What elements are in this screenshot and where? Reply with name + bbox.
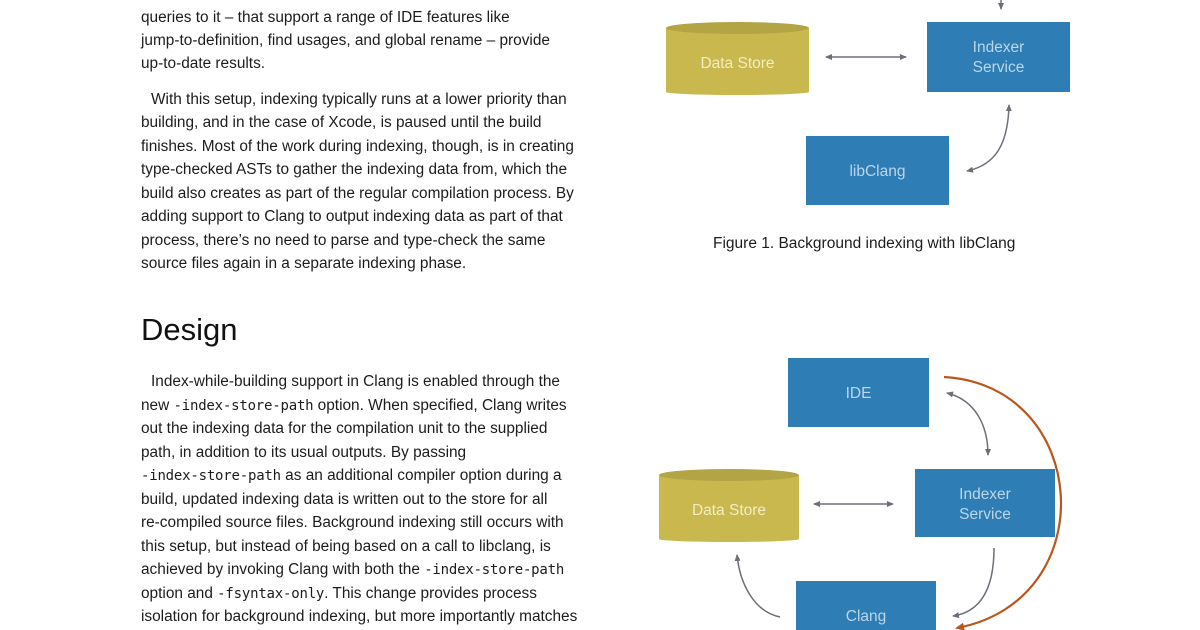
setup-line: build also creates as part of the regula… (141, 185, 574, 202)
design-line: option and -fsyntax-only. This change pr… (141, 582, 537, 607)
figure2: IDE Data Store Indexer Service Clang (659, 358, 1063, 630)
design-line: Index-while-building support in Clang is… (151, 373, 560, 390)
intro-line: jump-to-definition, find usages, and glo… (141, 32, 550, 49)
figure1-caption: Figure 1. Background indexing with libCl… (713, 235, 1016, 252)
design-text: achieved by invoking Clang with both the (141, 561, 425, 578)
code-index-store-path: -index-store-path (173, 398, 314, 414)
cylinder-bottom (659, 536, 799, 542)
fig2-arrow-ide-clang-build (943, 375, 1063, 630)
cylinder-body (666, 28, 809, 92)
design-text: . This change provides process (324, 585, 537, 602)
fig1-indexer-label-2: Service (973, 59, 1025, 76)
code-fsyntax-only: -fsyntax-only (217, 586, 325, 602)
fig2-ide-node: IDE (788, 358, 929, 427)
cylinder-bottom (666, 89, 809, 95)
design-text: option and (141, 585, 218, 602)
setup-line: building, and in the case of Xcode, is p… (141, 114, 542, 131)
fig1-arrow-indexer-libclang (966, 104, 1012, 173)
node-box (796, 581, 936, 630)
fig2-clang-node: Clang (796, 581, 936, 630)
code-index-store-path: -index-store-path (141, 468, 281, 484)
fig1-indexer-service-node: Indexer Service (927, 22, 1070, 92)
fig2-indexer-service-node: Indexer Service (915, 469, 1055, 537)
setup-line: source files again in a separate indexin… (141, 255, 467, 272)
fig2-indexer-label-2: Service (959, 506, 1011, 523)
node-box (806, 136, 949, 205)
fig1-libclang-node: libClang (806, 136, 949, 205)
node-box (788, 358, 929, 427)
node-box (927, 22, 1070, 92)
node-box (915, 469, 1055, 537)
fig1-indexer-label-1: Indexer (973, 39, 1025, 56)
design-line: achieved by invoking Clang with both the… (141, 558, 564, 583)
intro-line: queries to it – that support a range of … (141, 9, 510, 26)
design-line: this setup, but instead of being based o… (141, 538, 551, 555)
intro-line: up-to-date results. (141, 55, 266, 72)
design-line: out the indexing data for the compilatio… (141, 420, 548, 437)
design-line: new -index-store-path option. When speci… (141, 394, 567, 419)
design-line: re-compiled source files. Background ind… (141, 514, 564, 531)
section-heading-design: Design (141, 312, 238, 347)
fig2-arrow-indexer-clang (952, 547, 995, 619)
code-index-store-path: -index-store-path (424, 562, 565, 578)
figure1: Data Store Indexer Service libClang (666, 0, 1070, 205)
fig1-data-store-label: Data Store (700, 55, 774, 72)
setup-line: finishes. Most of the work during indexi… (141, 138, 574, 155)
design-text: as an additional compiler option during … (280, 467, 562, 484)
fig1-data-store-node: Data Store (666, 22, 809, 95)
fig2-indexer-label-1: Indexer (959, 486, 1011, 503)
cylinder-body (659, 475, 799, 539)
fig2-ide-label: IDE (846, 385, 872, 402)
setup-line: process, there’s no need to parse and ty… (141, 232, 546, 249)
design-text: new (141, 397, 174, 414)
cylinder-top (666, 22, 809, 34)
fig2-data-store-node: Data Store (659, 469, 799, 542)
design-line: build, updated indexing data is written … (141, 491, 548, 508)
fig2-clang-label: Clang (846, 608, 887, 625)
design-line: isolation for background indexing, but m… (141, 608, 578, 625)
setup-line: With this setup, indexing typically runs… (151, 91, 567, 108)
fig2-arrow-clang-store (734, 554, 781, 618)
setup-line: type-checked ASTs to gather the indexing… (141, 161, 568, 178)
fig1-libclang-label: libClang (849, 163, 905, 180)
setup-line: adding support to Clang to output indexi… (141, 208, 563, 225)
design-text: option. When specified, Clang writes (313, 397, 567, 414)
fig2-arrow-ide-indexer (946, 391, 991, 456)
design-line: path, in addition to its usual outputs. … (141, 444, 467, 461)
design-line: -index-store-path as an additional compi… (141, 464, 562, 489)
cylinder-top (659, 469, 799, 481)
fig2-data-store-label: Data Store (692, 502, 766, 519)
